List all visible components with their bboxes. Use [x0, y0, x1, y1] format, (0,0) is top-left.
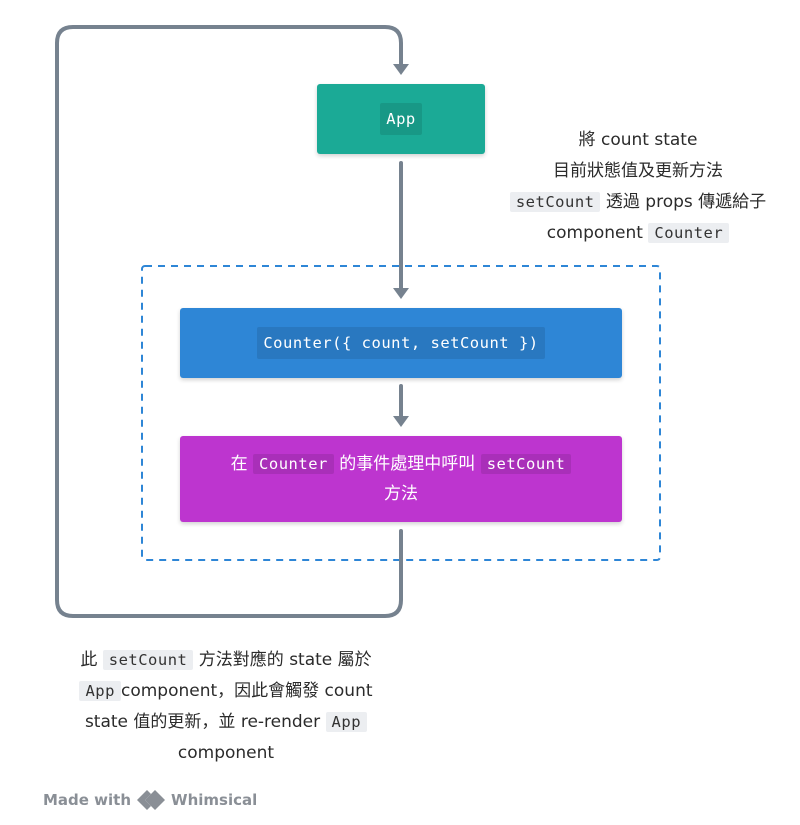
- handler-code-counter: Counter: [253, 454, 334, 474]
- handler-middle: 的事件處理中呼叫: [339, 454, 476, 474]
- whimsical-logo-icon: [137, 790, 166, 810]
- event-handler-node[interactable]: 在 Counter 的事件處理中呼叫 setCount 方法: [180, 436, 622, 522]
- props-note-code-counter: Counter: [648, 223, 730, 243]
- props-note-line3: setCount 透過 props 傳遞給子: [488, 187, 788, 218]
- props-note-line4-text: component: [546, 223, 643, 243]
- rerender-note-code-app-2: App: [325, 712, 368, 732]
- rerender-note-line1-text: 方法對應的 state 屬於: [198, 650, 372, 670]
- arrowhead-to-handler: [393, 416, 409, 427]
- app-node-label: App: [380, 103, 422, 135]
- counter-node-label: Counter({ count, setCount }): [257, 327, 545, 359]
- props-note-line1: 將 count state: [578, 130, 698, 150]
- rerender-note-line4: component: [177, 743, 275, 763]
- handler-line2: 方法: [383, 484, 418, 504]
- props-note-line4: component Counter: [488, 218, 788, 249]
- counter-node[interactable]: Counter({ count, setCount }): [180, 308, 622, 378]
- props-note: 將 count state 目前狀態值及更新方法 setCount 透過 pro…: [488, 125, 788, 249]
- arrowhead-to-counter: [393, 288, 409, 299]
- rerender-note-prefix: 此: [80, 650, 98, 670]
- rerender-note-line3-text: state 值的更新，並 re-render: [84, 712, 321, 732]
- props-note-line2: 目前狀態值及更新方法: [553, 161, 723, 181]
- handler-code-setcount: setCount: [480, 454, 572, 474]
- app-node[interactable]: App: [317, 84, 485, 154]
- group-box: [141, 265, 661, 561]
- watermark-brand: Whimsical: [171, 791, 258, 809]
- props-note-code-setcount: setCount: [509, 192, 601, 212]
- rerender-note-line1: 此 setCount 方法對應的 state 屬於: [48, 645, 404, 676]
- arrowhead-to-app: [393, 64, 409, 75]
- rerender-note-code-setcount: setCount: [102, 650, 194, 670]
- loop-connector: [55, 25, 403, 618]
- handler-prefix: 在: [230, 454, 248, 474]
- rerender-note-code-app: App: [79, 681, 121, 701]
- watermark-made-with: Made with: [43, 791, 132, 809]
- props-note-line3-text: 透過 props 傳遞給子: [605, 192, 767, 212]
- rerender-note-line2-text: component，因此會觸發 count: [120, 681, 373, 701]
- rerender-note-line3: state 值的更新，並 re-render App: [48, 707, 404, 738]
- whimsical-watermark[interactable]: Made with Whimsical: [43, 789, 257, 811]
- event-handler-text: 在 Counter 的事件處理中呼叫 setCount 方法: [231, 449, 572, 509]
